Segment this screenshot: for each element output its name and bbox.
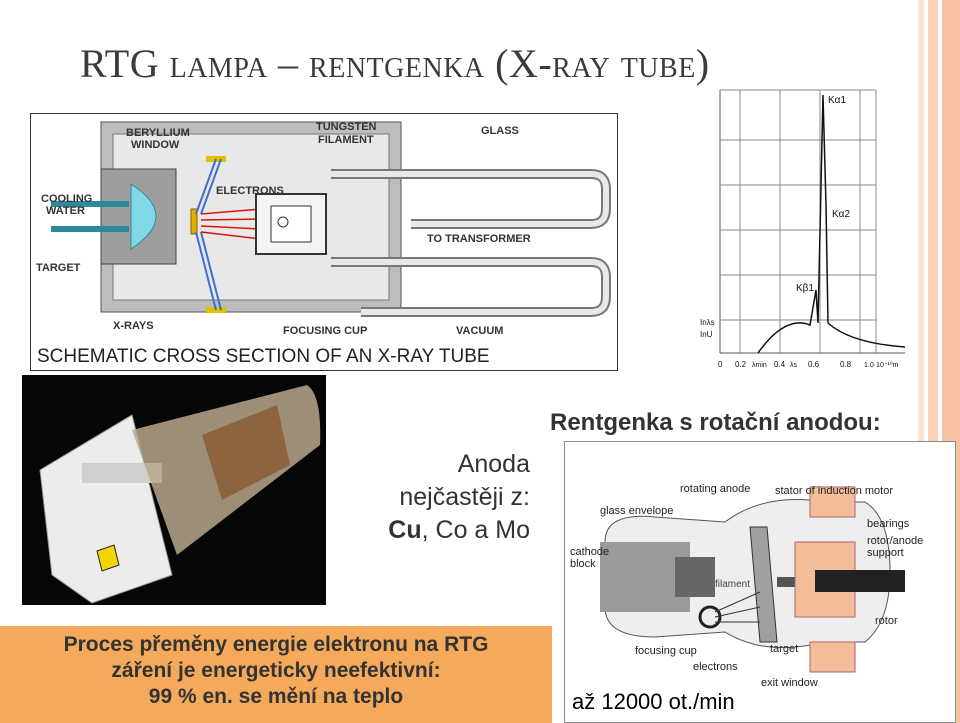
xtick-lmin: λmin bbox=[752, 362, 767, 369]
xtick-0-6: 0.6 bbox=[808, 360, 820, 369]
label-focusing-cup: FOCUSING CUP bbox=[283, 325, 367, 337]
stator-top bbox=[809, 486, 856, 518]
label-beryllium: BERYLLIUM bbox=[126, 127, 190, 139]
process-line3: 99 % en. se mění na teplo bbox=[148, 685, 404, 708]
tube-flange bbox=[39, 414, 173, 604]
stator-bottom bbox=[809, 641, 856, 673]
label-target: target bbox=[770, 643, 798, 655]
bearing-support bbox=[815, 570, 905, 592]
rotating-anode-diagram: rotating anode stator of induction motor… bbox=[564, 441, 956, 723]
xtick-0: 0 bbox=[718, 360, 723, 369]
label-filament: filament bbox=[715, 579, 750, 590]
filament-coil bbox=[698, 605, 722, 629]
xtick-ls: λs bbox=[790, 362, 798, 369]
glass-loop-inner bbox=[331, 171, 609, 315]
flange-label bbox=[82, 463, 162, 483]
label-exit-window: exit window bbox=[761, 677, 818, 689]
label-rotating-anode: rotating anode bbox=[680, 483, 750, 495]
label-glass: GLASS bbox=[481, 125, 519, 137]
xtick-0-4: 0.4 bbox=[774, 360, 786, 369]
label-bearings: bearings bbox=[867, 518, 910, 530]
rotating-anode-title: Rentgenka s rotační anodou: bbox=[550, 409, 881, 436]
label-electrons: electrons bbox=[693, 661, 738, 673]
label-electrons: ELECTRONS bbox=[216, 185, 284, 197]
xray-spectrum-chart: Kα1 Kα2 Kβ1 Inλs InU 0 0.2 λmin 0.4 λs 0… bbox=[700, 85, 910, 377]
peak-ka2: Kα2 bbox=[832, 209, 850, 220]
label-vacuum: VACUUM bbox=[456, 325, 503, 337]
label-stator: stator of induction motor bbox=[775, 485, 893, 497]
label-water: WATER bbox=[46, 205, 85, 217]
decor-stripe bbox=[928, 0, 938, 723]
label-cathode: cathode bbox=[570, 546, 609, 558]
xray-tube-photo bbox=[22, 375, 326, 605]
label-cooling: COOLING bbox=[41, 193, 92, 205]
label-rotor-support-2: support bbox=[867, 547, 904, 559]
anode-line3: Cu, Co a Mo bbox=[330, 514, 530, 547]
process-line1: Proces přeměny energie elektronu na RTG bbox=[63, 633, 489, 656]
target-plate bbox=[190, 208, 198, 235]
process-line2: záření je energeticky neefektivní: bbox=[111, 659, 441, 682]
ylabel-u: InU bbox=[700, 330, 713, 339]
schematic-caption: SCHEMATIC CROSS SECTION OF AN X-RAY TUBE bbox=[37, 346, 490, 367]
label-window: WINDOW bbox=[131, 139, 180, 151]
anode-line1: Anoda bbox=[457, 450, 530, 478]
decor-stripe bbox=[918, 0, 924, 723]
label-filament: FILAMENT bbox=[318, 134, 374, 146]
xray-tube-schematic: BERYLLIUM WINDOW TUNGSTEN FILAMENT GLASS… bbox=[30, 113, 618, 371]
water-pipe bbox=[51, 201, 129, 232]
label-glass-envelope: glass envelope bbox=[600, 505, 673, 517]
schematic-drawing: BERYLLIUM WINDOW TUNGSTEN FILAMENT GLASS… bbox=[36, 121, 611, 367]
filament-housing bbox=[270, 205, 312, 243]
anode-materials-text: Anoda nejčastěji z: Cu, Co a Mo bbox=[330, 448, 530, 547]
rotating-drawing: rotating anode stator of induction motor… bbox=[570, 483, 923, 689]
electron-beam bbox=[200, 208, 262, 240]
label-block: block bbox=[570, 558, 596, 570]
label-rotor-support: rotor/anode bbox=[867, 535, 923, 547]
tube-internals bbox=[202, 405, 290, 500]
cooling-water bbox=[130, 183, 157, 250]
photo-illustration bbox=[22, 375, 326, 605]
xtick-0-8: 0.8 bbox=[840, 360, 852, 369]
xray-beam bbox=[195, 158, 222, 311]
rotation-speed: až 12000 ot./min bbox=[572, 689, 735, 714]
cathode-head bbox=[675, 557, 715, 597]
electron-beam bbox=[714, 591, 761, 623]
radiation-sticker bbox=[96, 544, 120, 572]
peak-kb1: Kβ1 bbox=[796, 283, 814, 294]
anode-rest: , Co a Mo bbox=[421, 516, 530, 544]
label-to-transformer: TO TRANSFORMER bbox=[427, 233, 531, 245]
anode-cu: Cu bbox=[388, 516, 422, 544]
ylabel-s: Inλs bbox=[700, 318, 715, 327]
slide-title: RTG lampa – rentgenka (X-ray tube) bbox=[80, 41, 710, 86]
label-focusing-cup: focusing cup bbox=[635, 645, 697, 657]
anode-line2: nejčastěji z: bbox=[399, 483, 530, 511]
label-tungsten: TUNGSTEN bbox=[316, 121, 377, 133]
peak-ka1: Kα1 bbox=[828, 95, 846, 106]
spectrum-drawing: Kα1 Kα2 Kβ1 Inλs InU 0 0.2 λmin 0.4 λs 0… bbox=[700, 89, 906, 369]
label-target: TARGET bbox=[36, 262, 81, 274]
label-xrays: X-RAYS bbox=[113, 320, 154, 332]
process-efficiency-box: Proces přeměny energie elektronu na RTG … bbox=[0, 626, 552, 723]
label-rotor: rotor bbox=[875, 615, 898, 627]
xtick-0-2: 0.2 bbox=[735, 360, 747, 369]
spectrum-curve bbox=[757, 94, 906, 354]
xtick-1-0: 1.0·10⁻¹⁰m bbox=[864, 361, 899, 369]
filament-coil bbox=[277, 216, 289, 228]
rotating-anode-disk bbox=[749, 526, 778, 643]
